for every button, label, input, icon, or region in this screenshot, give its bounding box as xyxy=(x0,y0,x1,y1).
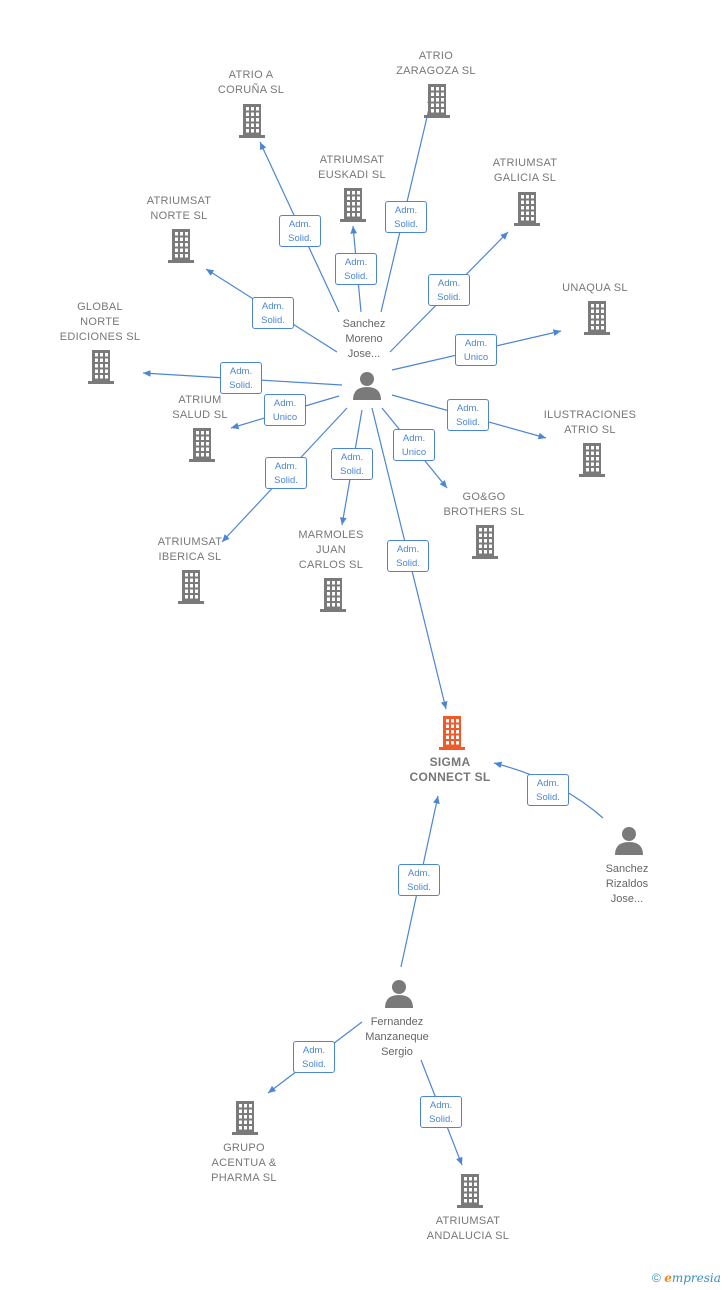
company-name-label[interactable]: GLOBAL NORTE EDICIONES SL xyxy=(59,301,141,343)
main-company-building-icon xyxy=(439,716,465,750)
edge-label[interactable]: Adm. Solid. xyxy=(335,253,377,285)
building-icon xyxy=(514,192,540,226)
edge-label[interactable]: Adm. Solid. xyxy=(279,215,321,247)
building-icon xyxy=(472,525,498,559)
edge-label[interactable]: Adm. Solid. xyxy=(428,274,470,306)
edge-label[interactable]: Adm. Solid. xyxy=(398,864,440,896)
person-icon xyxy=(385,980,413,1008)
company-name-label[interactable]: ATRIUMSAT NORTE SL xyxy=(146,195,212,222)
building-icon xyxy=(189,428,215,462)
edge-label[interactable]: Adm. Solid. xyxy=(293,1041,335,1073)
edge-label[interactable]: Adm. Solid. xyxy=(420,1096,462,1128)
edge-label[interactable]: Adm. Solid. xyxy=(527,774,569,806)
building-icon xyxy=(168,229,194,263)
company-name-label[interactable]: ATRIUMSAT EUSKADI SL xyxy=(318,154,386,181)
person-icon xyxy=(615,827,643,855)
building-icon xyxy=(457,1174,483,1208)
company-name-label[interactable]: ATRIUMSAT GALICIA SL xyxy=(492,157,558,184)
edge-label[interactable]: Adm. Unico xyxy=(264,394,306,426)
company-name-label[interactable]: ATRIUMSAT ANDALUCIA SL xyxy=(426,1215,510,1242)
edge-label[interactable]: Adm. Solid. xyxy=(265,457,307,489)
company-name-label[interactable]: ATRIO ZARAGOZA SL xyxy=(396,50,476,77)
building-icon xyxy=(584,301,610,335)
building-icon xyxy=(340,188,366,222)
footer-brand[interactable]: © empresia xyxy=(652,1271,721,1285)
building-icon xyxy=(239,104,265,138)
person-name-label[interactable]: Sanchez Moreno Jose... xyxy=(342,318,386,360)
company-name-label[interactable]: UNAQUA SL xyxy=(562,282,628,294)
building-icon xyxy=(320,578,346,612)
edge-label[interactable]: Adm. Unico xyxy=(393,429,435,461)
edge-label[interactable]: Adm. Unico xyxy=(455,334,497,366)
person-name-label[interactable]: Sanchez Rizaldos Jose... xyxy=(605,863,649,905)
person-icon xyxy=(353,372,381,400)
edge-label[interactable]: Adm. Solid. xyxy=(387,540,429,572)
edge-label[interactable]: Adm. Solid. xyxy=(331,448,373,480)
company-name-label[interactable]: ATRIUM SALUD SL xyxy=(172,394,228,421)
building-icon xyxy=(88,350,114,384)
company-name-label[interactable]: ILUSTRACIONES ATRIO SL xyxy=(543,409,637,436)
building-icon xyxy=(232,1101,258,1135)
company-name-label[interactable]: MARMOLES JUAN CARLOS SL xyxy=(298,529,364,571)
company-name-label[interactable]: SIGMA CONNECT SL xyxy=(409,755,491,784)
building-icon xyxy=(579,443,605,477)
edge-label[interactable]: Adm. Solid. xyxy=(220,362,262,394)
building-icon xyxy=(178,570,204,604)
company-name-label[interactable]: ATRIUMSAT IBERICA SL xyxy=(157,536,223,563)
edge-label[interactable]: Adm. Solid. xyxy=(385,201,427,233)
company-name-label[interactable]: GO&GO BROTHERS SL xyxy=(443,491,525,518)
edge-label[interactable]: Adm. Solid. xyxy=(447,399,489,431)
company-name-label[interactable]: GRUPO ACENTUA & PHARMA SL xyxy=(211,1142,277,1184)
empresia-logo: empresia xyxy=(664,1271,721,1285)
company-name-label[interactable]: ATRIO A CORUÑA SL xyxy=(217,69,285,96)
edge-label[interactable]: Adm. Solid. xyxy=(252,297,294,329)
copyright-symbol: © xyxy=(652,1271,661,1285)
building-icon xyxy=(424,84,450,118)
person-name-label[interactable]: Fernandez Manzaneque Sergio xyxy=(365,1016,429,1058)
